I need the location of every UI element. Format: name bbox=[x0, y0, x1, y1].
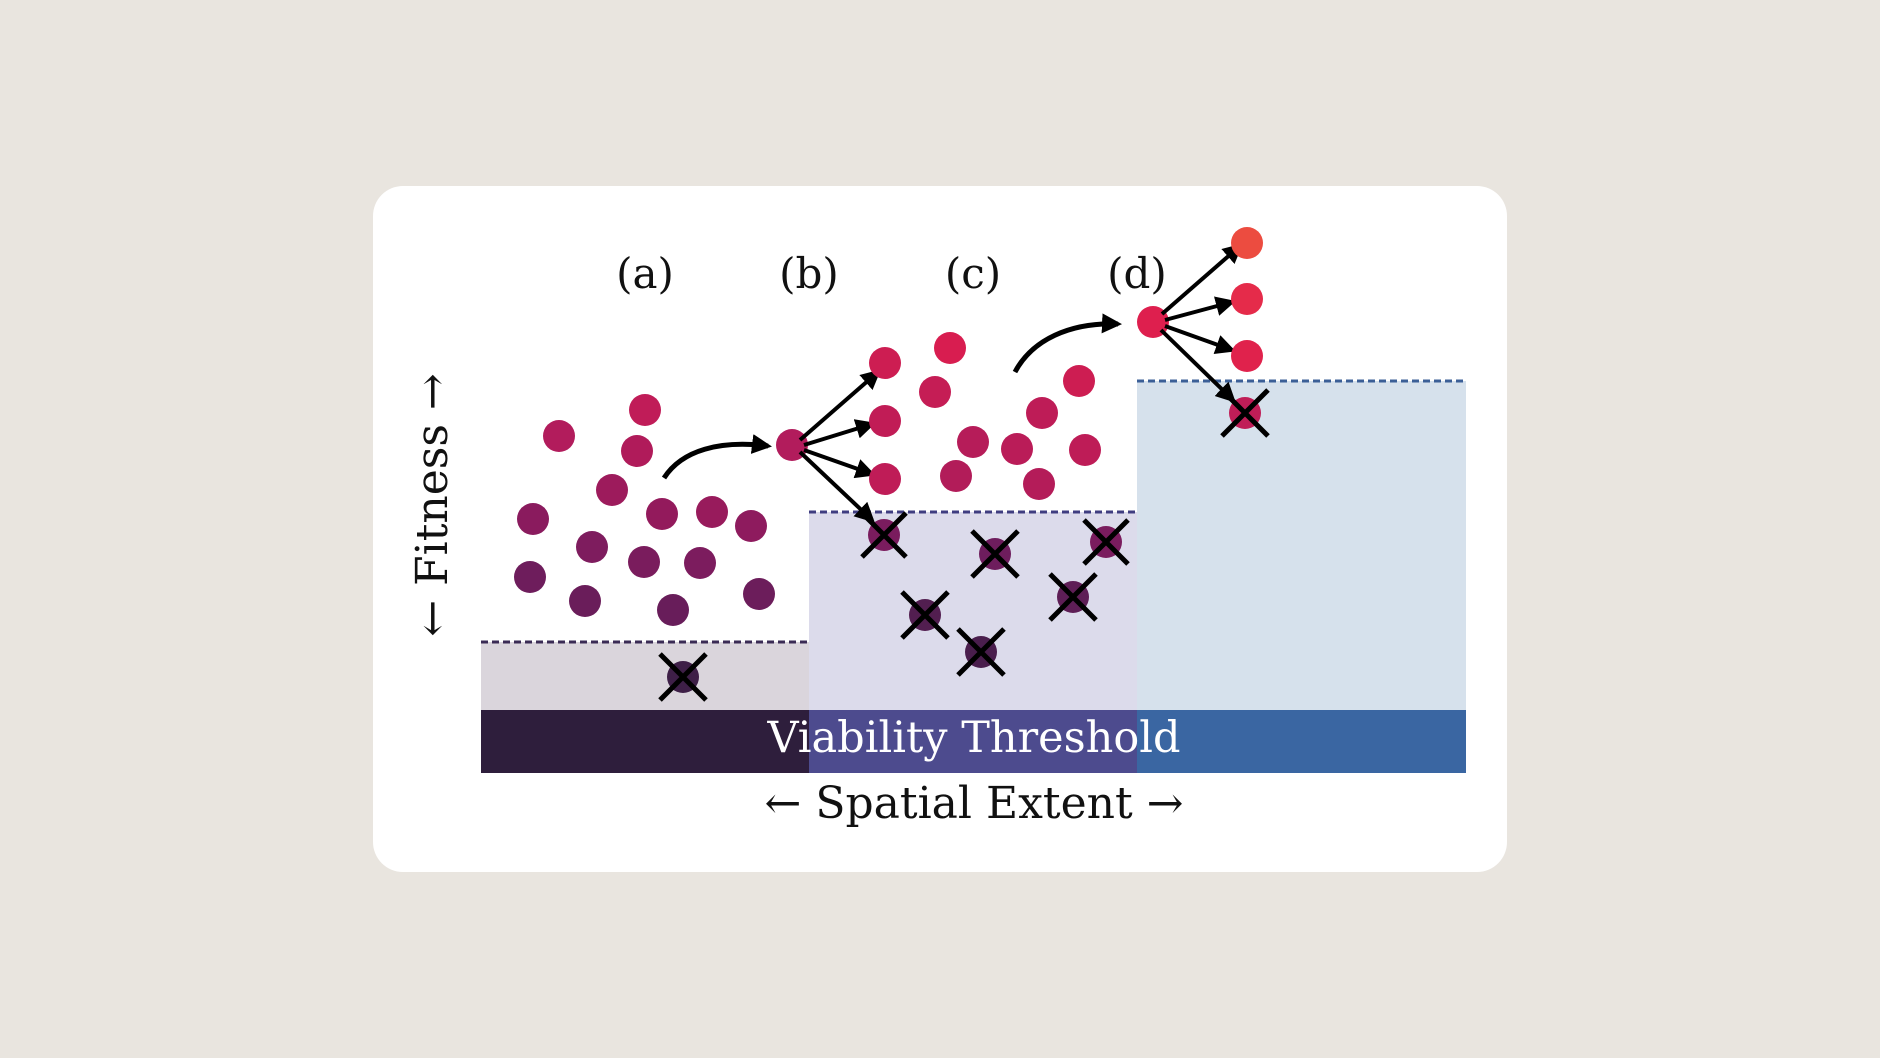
individual bbox=[934, 332, 966, 364]
offspring-individual bbox=[1231, 283, 1263, 315]
offspring-arrow bbox=[1164, 324, 1236, 355]
cross-icon bbox=[1220, 388, 1270, 438]
individual bbox=[957, 426, 989, 458]
panel-label-d: (d) bbox=[1107, 249, 1167, 298]
cross-icon bbox=[1082, 518, 1130, 566]
offspring-arrow bbox=[1164, 296, 1236, 322]
individual bbox=[869, 405, 901, 437]
x-axis-label: ← Spatial Extent → bbox=[765, 778, 1184, 829]
cross-icon bbox=[956, 627, 1006, 677]
individual bbox=[1001, 433, 1033, 465]
individual bbox=[629, 394, 661, 426]
individual bbox=[940, 460, 972, 492]
individual bbox=[543, 420, 575, 452]
individual bbox=[919, 376, 951, 408]
individual bbox=[576, 531, 608, 563]
individual bbox=[569, 585, 601, 617]
panel-label-a: (a) bbox=[616, 249, 674, 298]
offspring-individual bbox=[1231, 340, 1263, 372]
y-axis-label: ← Fitness → bbox=[407, 373, 458, 637]
mutation-b bbox=[776, 369, 882, 523]
offspring-arrow bbox=[1160, 243, 1244, 316]
individual bbox=[1063, 365, 1095, 397]
population-c bbox=[860, 332, 1130, 677]
individual bbox=[696, 496, 728, 528]
offspring-arrow bbox=[798, 369, 882, 442]
threshold-bar-3 bbox=[1137, 710, 1466, 773]
offspring-arrow bbox=[798, 450, 875, 523]
offspring-arrow bbox=[1159, 328, 1236, 403]
threshold-bar-2 bbox=[809, 710, 1137, 773]
cross-icon bbox=[658, 652, 708, 702]
individual bbox=[657, 594, 689, 626]
migration-arrow-cd bbox=[1012, 313, 1122, 374]
individual bbox=[621, 435, 653, 467]
individual bbox=[1026, 397, 1058, 429]
individual bbox=[735, 510, 767, 542]
individual bbox=[514, 561, 546, 593]
individual bbox=[743, 578, 775, 610]
threshold-bar-1 bbox=[481, 710, 809, 773]
region-2 bbox=[809, 512, 1137, 710]
individual bbox=[869, 463, 901, 495]
migration-arrow-ab bbox=[661, 434, 772, 480]
individual bbox=[1069, 434, 1101, 466]
region-1 bbox=[481, 642, 809, 710]
individual bbox=[646, 498, 678, 530]
offspring-arrow bbox=[803, 448, 876, 479]
individual bbox=[628, 546, 660, 578]
threshold-label: Viability Threshold bbox=[766, 713, 1180, 763]
mutation-d bbox=[1137, 227, 1270, 438]
panel-label-c: (c) bbox=[945, 249, 1001, 298]
cross-icon bbox=[1048, 572, 1098, 622]
offspring-individual bbox=[1231, 227, 1263, 259]
population-a bbox=[514, 394, 775, 702]
region-3 bbox=[1137, 381, 1466, 710]
individual bbox=[869, 347, 901, 379]
individual bbox=[684, 547, 716, 579]
offspring-arrow bbox=[803, 419, 876, 447]
individual bbox=[1023, 468, 1055, 500]
individual bbox=[517, 503, 549, 535]
cross-icon bbox=[860, 511, 908, 559]
cross-icon bbox=[970, 529, 1020, 579]
individual bbox=[596, 474, 628, 506]
cross-icon bbox=[900, 590, 950, 640]
panel-label-b: (b) bbox=[779, 249, 839, 298]
